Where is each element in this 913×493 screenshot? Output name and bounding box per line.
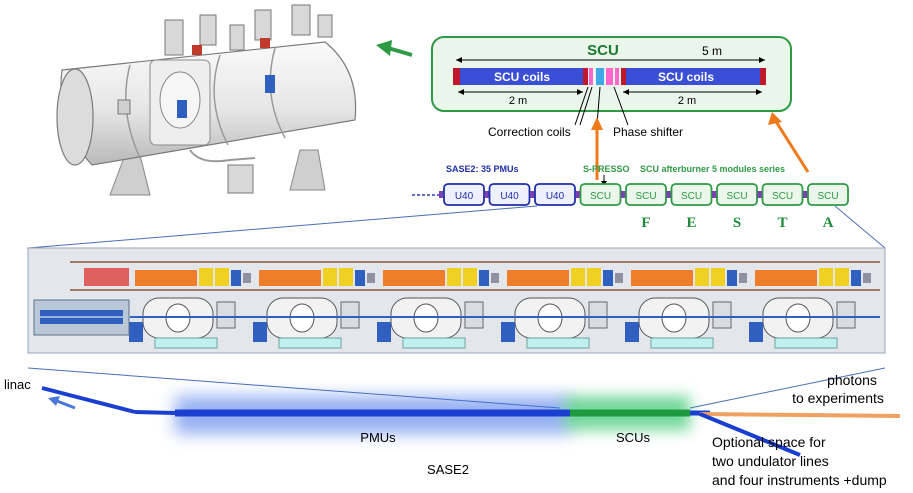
scu-module: SCU <box>807 183 849 206</box>
scu-module-label: SCU <box>726 191 747 202</box>
green-arrow <box>376 40 413 57</box>
pmu-module: U40 <box>534 183 576 206</box>
scu-module-label: SCU <box>817 191 838 202</box>
left-length-label: 2 m <box>509 95 527 107</box>
optional-line1: Optional space for <box>712 434 826 450</box>
sase2-label: SASE2 <box>427 462 469 477</box>
scu-module: SCU <box>670 183 713 206</box>
pmu-module: U40 <box>488 183 531 206</box>
correction-coils-label: Correction coils <box>488 125 571 139</box>
photons-label-line1: photons <box>827 372 877 388</box>
pmus-label: PMUs <box>360 430 396 445</box>
optional-line3: and four instruments +dump <box>712 472 887 488</box>
scu-module-label: SCU <box>635 191 656 202</box>
festa-letter: T <box>777 215 787 231</box>
photons-label-line2: to experiments <box>792 390 884 406</box>
scu-module: SCU <box>579 183 622 206</box>
optional-line2: two undulator lines <box>712 453 829 469</box>
module-connector <box>484 191 489 198</box>
scu-callouts: Correction coils Phase shifter <box>488 86 683 139</box>
module-connector <box>530 191 535 198</box>
spresso-label: S-PRESSO <box>583 164 630 174</box>
scu-module-label: SCU <box>681 191 702 202</box>
scu-module: SCU <box>625 183 667 206</box>
module-series: SASE2: 35 PMUs S-PRESSO SCU afterburner … <box>412 164 849 231</box>
module-connector <box>803 191 808 198</box>
orange-arrows <box>591 112 810 180</box>
scu-module: SCU <box>761 183 804 206</box>
module-connector <box>439 191 443 198</box>
total-length-label: 5 m <box>702 44 722 58</box>
coil-right-label: SCU coils <box>658 70 714 84</box>
module-row: U40 U40 U40 SCU SCU SCU SCU SCU SCU <box>439 183 849 206</box>
tunnel-overview: linac PMUs SCUs SASE2 photons to experim… <box>4 367 901 488</box>
pmu-module: U40 <box>443 183 485 206</box>
scu-module-label: SCU <box>590 191 611 202</box>
cad-undulator-module <box>749 268 871 349</box>
scu-module-label: SCU <box>772 191 793 202</box>
pmu-module-label: U40 <box>455 191 474 202</box>
scu-title: SCU <box>587 42 619 59</box>
module-connector <box>621 191 626 198</box>
festa-letter: A <box>823 215 834 231</box>
module-connector <box>666 191 671 198</box>
scus-label: SCUs <box>616 430 650 445</box>
phase-shifter-label: Phase shifter <box>613 125 683 139</box>
festa-letter: E <box>686 215 696 231</box>
pmu-module-label: U40 <box>500 191 519 202</box>
festa-letter: F <box>641 215 650 231</box>
tunnel-cad-view <box>27 247 886 354</box>
afterburner-label: SCU afterburner 5 modules series <box>640 164 785 174</box>
cryostat-illustration <box>56 4 357 196</box>
module-connector <box>575 191 580 198</box>
coil-left-label: SCU coils <box>494 70 550 84</box>
module-connector <box>757 191 762 198</box>
scu-detail-box: SCU 5 m SCU coils SCU coils 2 m 2 m <box>431 36 792 112</box>
right-length-label: 2 m <box>678 95 696 107</box>
linac-label: linac <box>4 377 31 392</box>
pmu-module-label: U40 <box>546 191 565 202</box>
scu-module: SCU <box>716 183 758 206</box>
module-connector <box>712 191 717 198</box>
sase2-pmu-label: SASE2: 35 PMUs <box>446 164 519 174</box>
festa-letter: S <box>733 215 741 231</box>
